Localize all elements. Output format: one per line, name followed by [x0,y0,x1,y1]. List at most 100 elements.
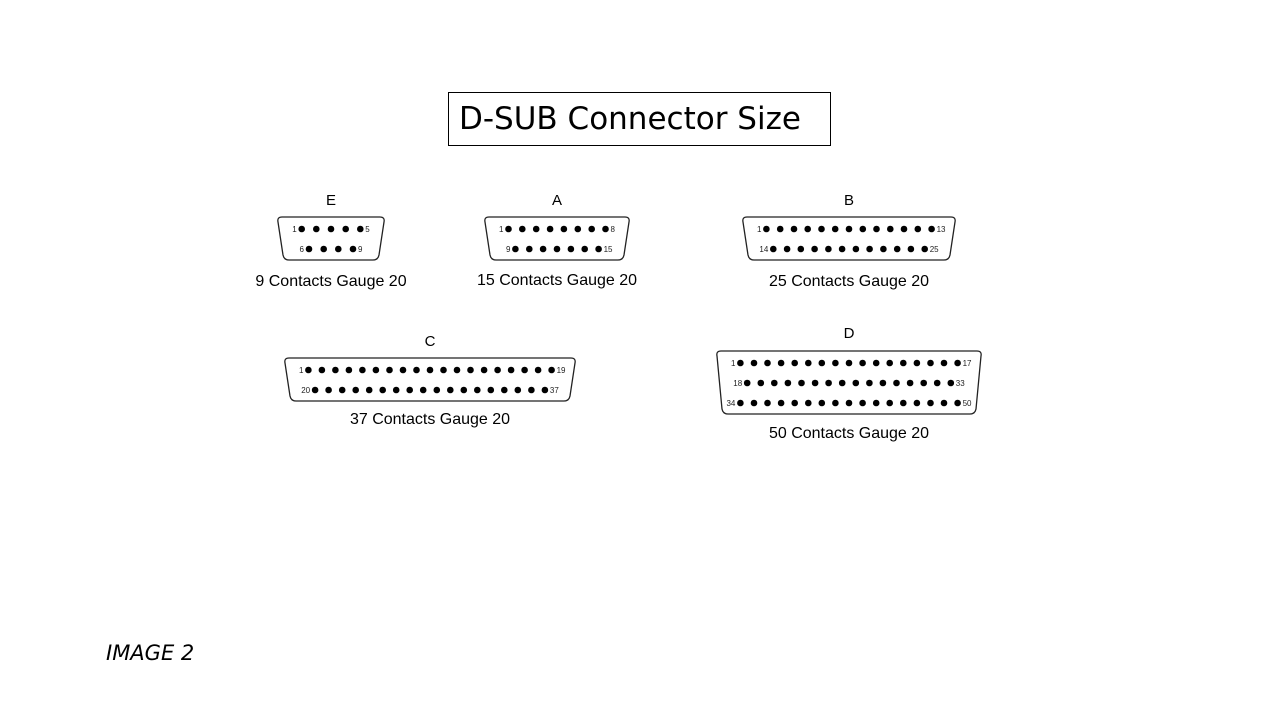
pin [886,359,893,367]
pin [433,386,441,394]
pin-number-start: 1 [299,366,304,375]
pin [426,366,434,374]
pin [345,366,353,374]
pin [764,399,771,407]
pin [887,225,894,233]
connector-letter: A [551,192,562,209]
pin [818,359,826,367]
pin-number-start: 1 [499,225,504,234]
pin [900,359,907,367]
pin [845,399,853,407]
pin [737,399,744,407]
pin [349,245,357,253]
pin [318,366,326,374]
pin [825,245,832,253]
pin [305,366,312,374]
pin [560,225,568,233]
pin [392,386,400,394]
pin [595,245,602,253]
contacts-label: 50 Contacts Gauge 20 [768,425,930,442]
pin [914,225,922,233]
pin [325,386,332,394]
pin [352,386,359,394]
pin-number-start: 18 [733,379,742,388]
connector-outline [742,216,956,261]
pin [859,399,866,407]
pin [790,225,798,233]
pin [342,225,349,233]
pin-number-start: 6 [300,245,305,254]
pin [831,225,839,233]
pin [357,225,364,233]
pin [305,245,313,253]
pin [546,225,554,233]
pin [811,379,819,387]
contacts-label: 9 Contacts Gauge 20 [255,273,407,290]
pin [386,366,393,374]
pin [494,366,501,374]
pin [947,379,955,387]
pin [838,245,846,253]
pin [791,399,798,407]
pin [507,366,515,374]
pin [866,245,873,253]
connector-letter: D [843,325,855,342]
pin-number-start: 1 [731,359,736,368]
pin [784,379,792,387]
pin [512,245,519,253]
pin [771,379,778,387]
pin [893,245,901,253]
pin [311,386,319,394]
pin [548,366,555,374]
pin [777,399,785,407]
pin [783,245,791,253]
connector-outline [716,350,982,415]
pin [763,225,770,233]
pin-number-start: 34 [726,399,735,408]
pin [519,225,526,233]
connector-letter: E [325,192,336,209]
image-caption: IMAGE 2 [106,641,195,665]
pin-number-start: 20 [301,386,310,395]
pin [805,359,812,367]
connector-outline [284,357,576,402]
pin [940,399,948,407]
pin [940,359,948,367]
pin [777,359,785,367]
pin [811,245,818,253]
pin-number-start: 9 [506,245,511,254]
pin [480,366,488,374]
pin [313,225,320,233]
contacts-label: 37 Contacts Gauge 20 [349,411,511,428]
pin [335,245,342,253]
pin [541,386,549,394]
pin-number-start: 14 [759,245,768,254]
pin [602,225,609,233]
pin [553,245,561,253]
pin-number-end: 25 [930,245,939,254]
pin-number-end: 17 [963,359,972,368]
pin [859,225,867,233]
pin [954,359,961,367]
pin [505,225,512,233]
pin [859,359,866,367]
pin-number-start: 1 [292,225,297,234]
pin [757,379,765,387]
pin [379,386,386,394]
pin [880,245,887,253]
pin [399,366,407,374]
pin [338,386,346,394]
pin-number-end: 19 [557,366,566,375]
contacts-label: 15 Contacts Gauge 20 [476,272,638,289]
pin [447,386,454,394]
pin [528,386,535,394]
contacts-label: 25 Contacts Gauge 20 [768,273,930,290]
pin [913,359,921,367]
pin [467,366,474,374]
pin-number-end: 50 [963,399,972,408]
pin [474,386,481,394]
